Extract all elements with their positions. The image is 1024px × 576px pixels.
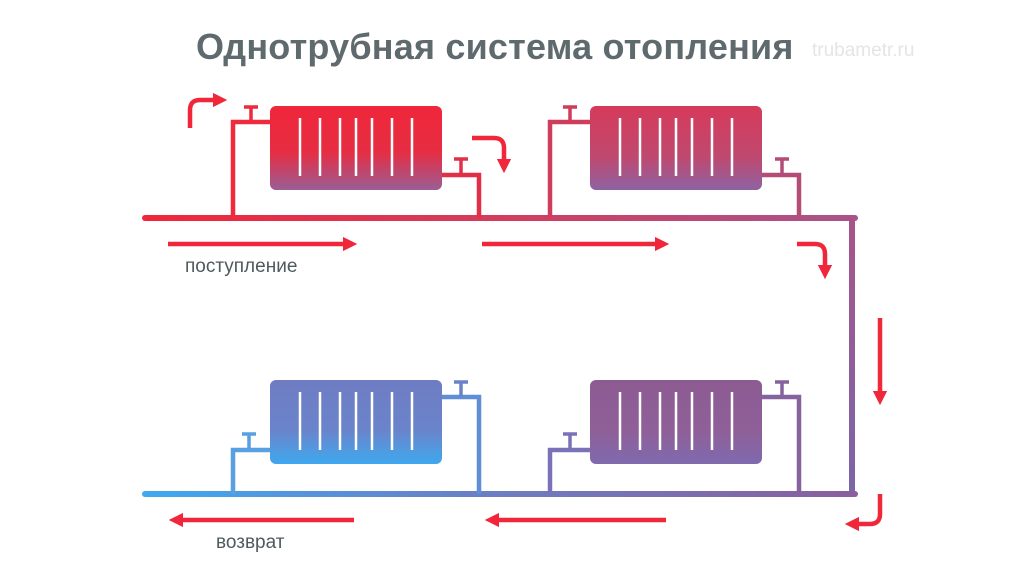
- diagram-title: Однотрубная система отопления: [196, 26, 794, 67]
- arrow-corner-top: [797, 241, 833, 280]
- supply-label: поступление: [185, 256, 298, 277]
- return-label: возврат: [216, 532, 285, 553]
- radiator-1: [230, 105, 482, 218]
- radiator-2: [547, 105, 802, 218]
- radiator-3: [230, 380, 482, 494]
- arrow-entry-curve: [187, 92, 228, 128]
- arrow-radiator1-out: [472, 135, 512, 174]
- arrow-corner-bottom: [844, 494, 883, 532]
- watermark: trubametr.ru: [812, 40, 915, 61]
- radiator-4: [547, 380, 802, 494]
